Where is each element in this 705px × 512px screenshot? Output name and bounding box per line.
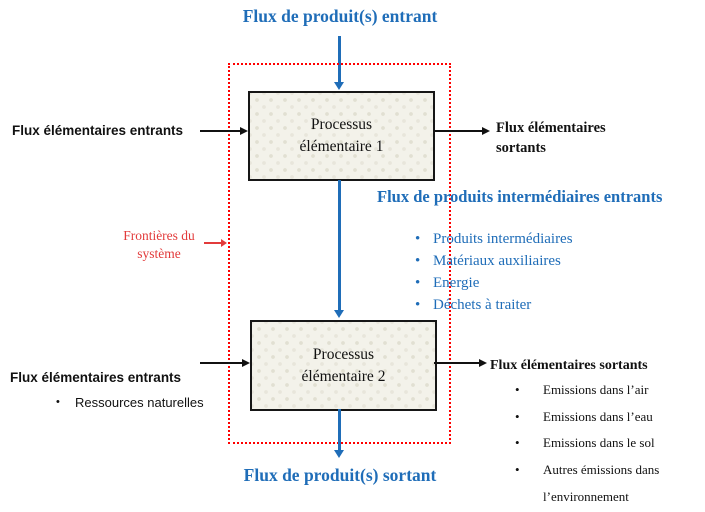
upper-left-input-label: Flux élémentaires entrants	[12, 123, 184, 138]
upper-left-input-arrow	[200, 126, 248, 135]
process-box-2: Processus élémentaire 2	[250, 320, 437, 411]
list-item: Energie	[377, 272, 677, 294]
lower-right-output-list: Emissions dans l’air Emissions dans l’ea…	[490, 377, 682, 510]
upper-right-output-label: Flux élémentaires sortants	[496, 120, 606, 157]
list-item: Matériaux auxiliaires	[377, 250, 677, 272]
list-item: Emissions dans l’air	[490, 377, 682, 404]
lower-left-input-list: Ressources naturelles	[0, 392, 240, 414]
process-box-1-label: Processus élémentaire 1	[299, 116, 384, 155]
intermediate-flows-list: Produits intermédiaires Matériaux auxili…	[377, 228, 677, 316]
process-box-1: Processus élémentaire 1	[248, 91, 435, 181]
list-item: Autres émissions dans l’environnement	[490, 457, 682, 510]
system-boundary-label: Frontières du système	[123, 228, 195, 261]
top-flow-arrow	[338, 36, 341, 83]
bottom-flow-arrow	[338, 409, 341, 451]
lower-right-output-arrow	[434, 358, 487, 367]
process-box-2-label: Processus élémentaire 2	[301, 345, 386, 385]
upper-right-output-arrow	[434, 126, 490, 135]
top-flow-label: Flux de produit(s) entrant	[242, 6, 438, 26]
intermediate-flow-arrow	[338, 180, 341, 311]
boundary-pointer-arrow	[204, 239, 227, 246]
lower-left-input-arrow	[200, 358, 250, 367]
lower-left-input-label: Flux élémentaires entrants	[10, 370, 182, 385]
list-item: Déchets à traiter	[377, 294, 677, 316]
bottom-flow-label: Flux de produit(s) sortant	[243, 465, 437, 485]
lower-right-output-label: Flux élémentaires sortants	[490, 358, 648, 373]
list-item: Emissions dans le sol	[490, 430, 682, 457]
list-item: Emissions dans l’eau	[490, 404, 682, 431]
intermediate-flows-title: Flux de produits intermédiaires entrants	[377, 187, 663, 206]
list-item: Produits intermédiaires	[377, 228, 677, 250]
list-item: Ressources naturelles	[0, 392, 240, 414]
